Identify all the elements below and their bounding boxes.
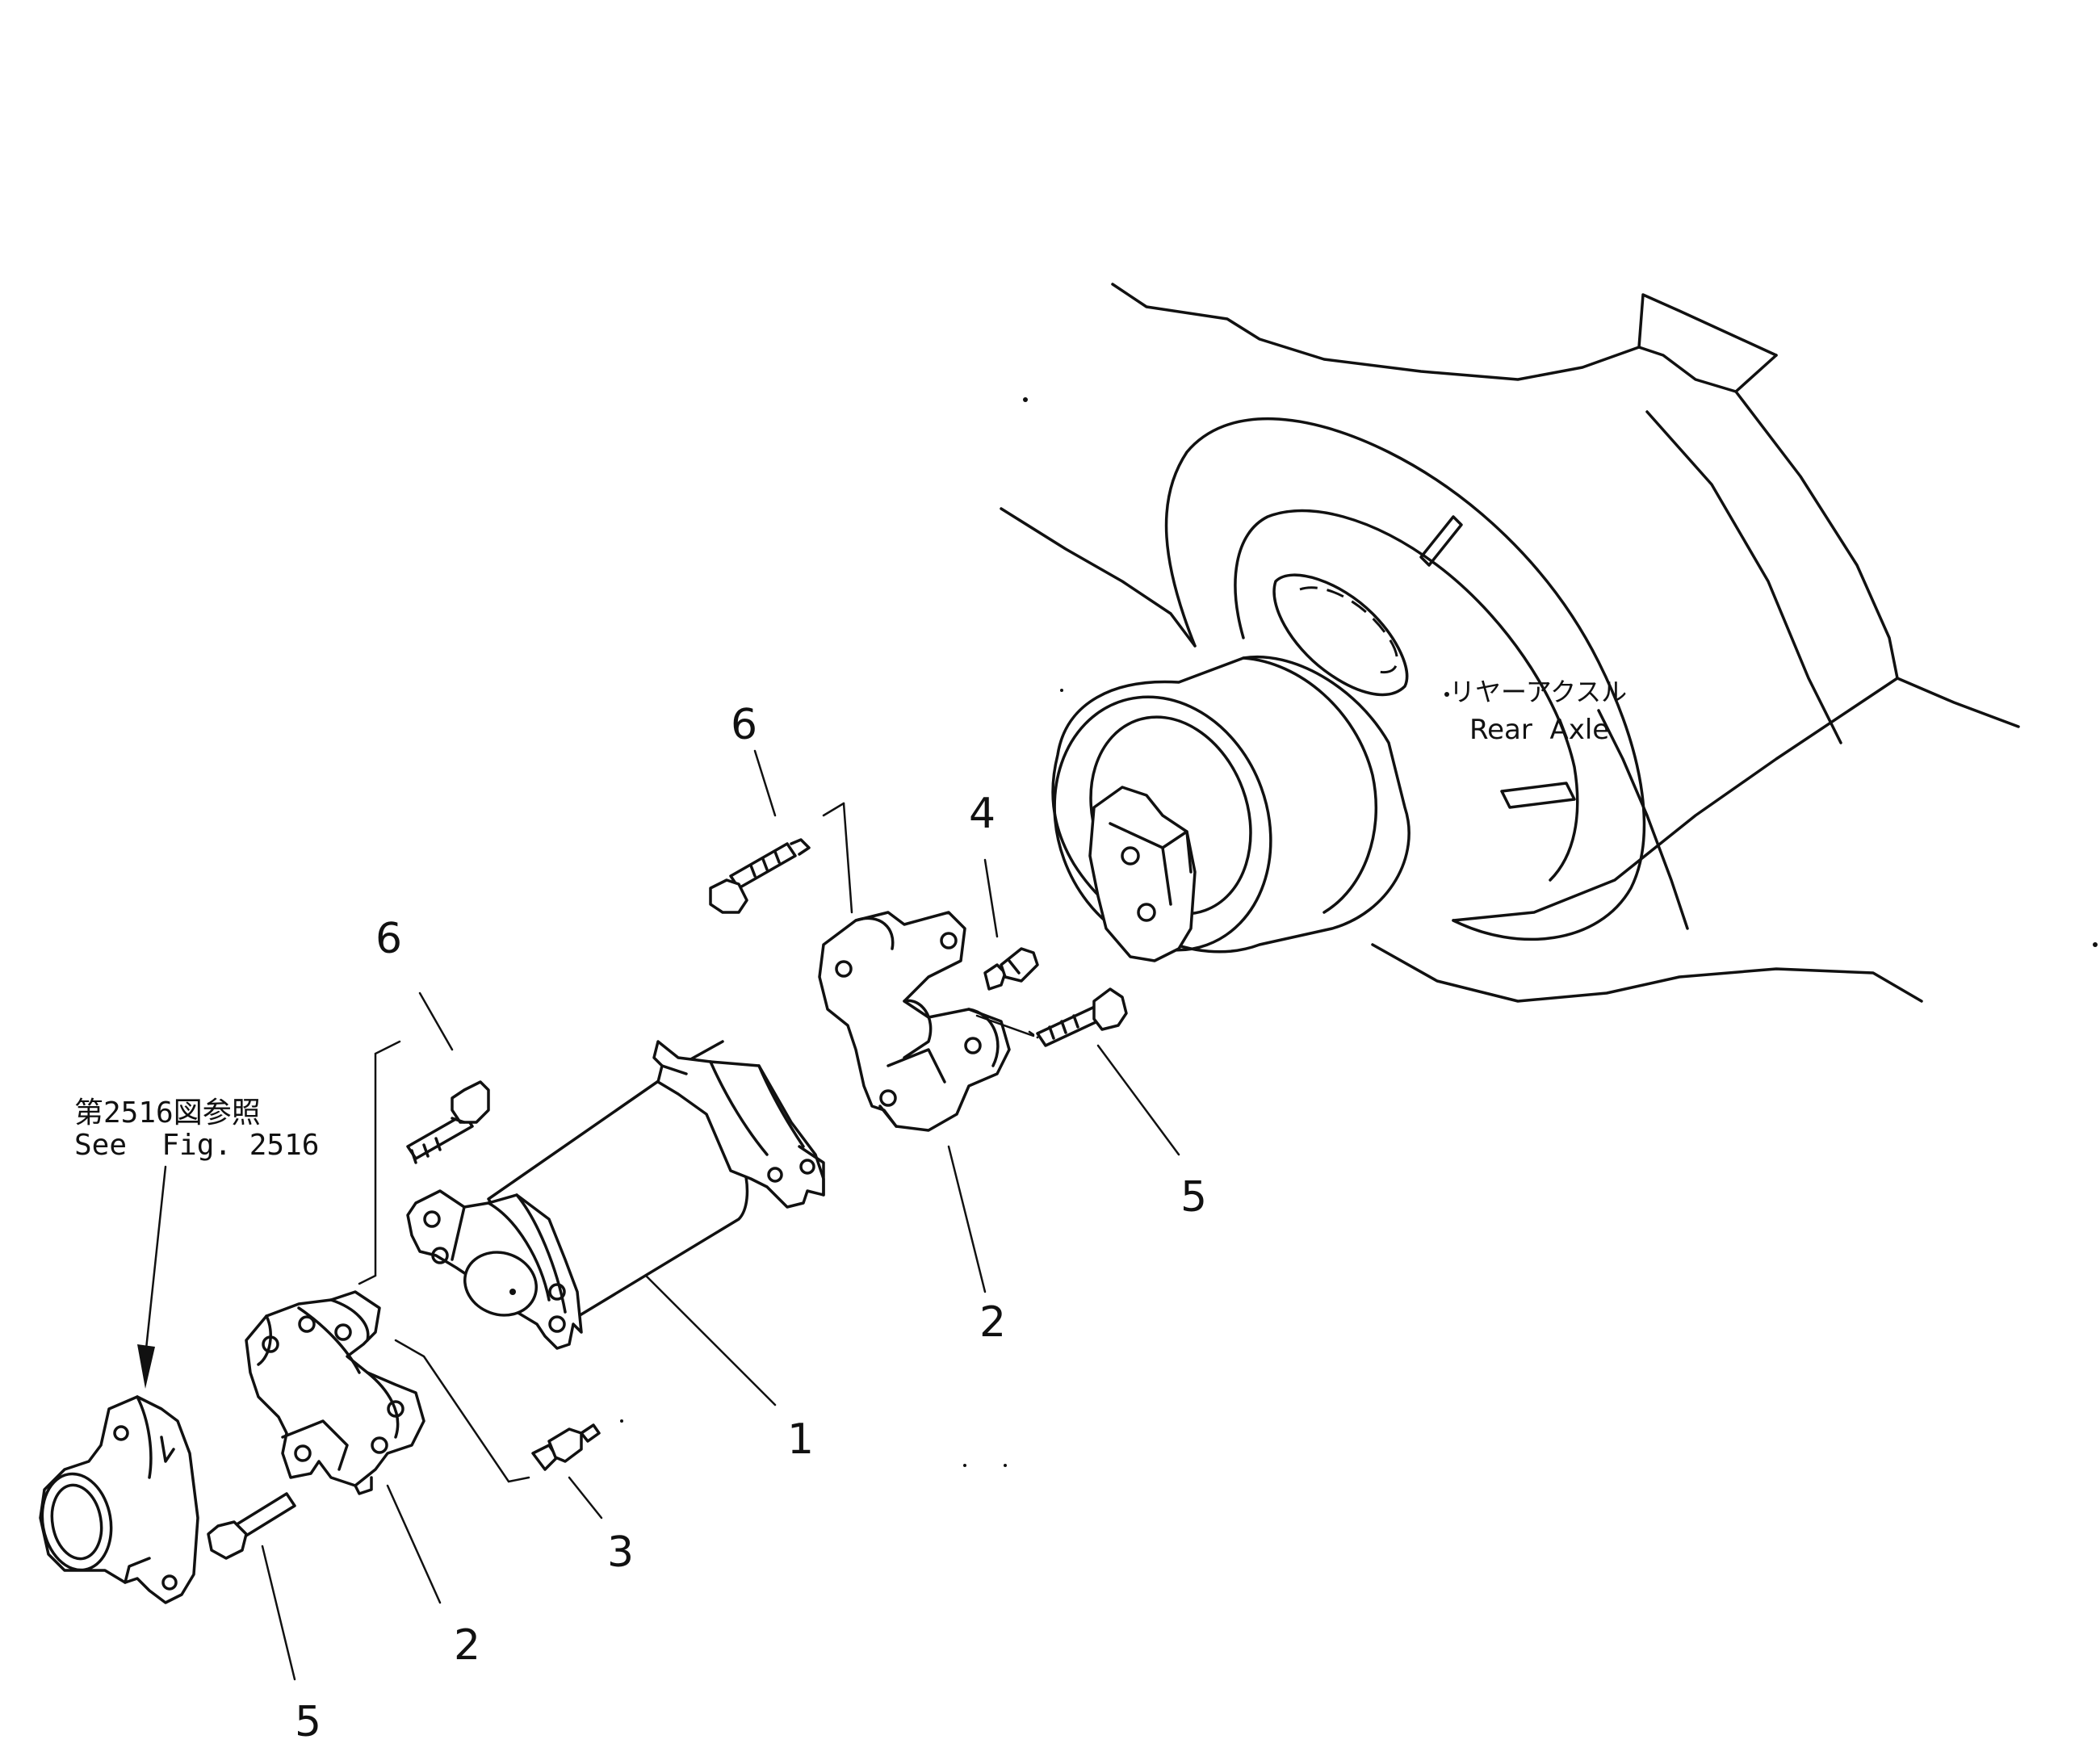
grease-fitting-3 — [531, 1423, 601, 1471]
bolt-6-rear — [709, 838, 811, 914]
rear-axle-label-jp: リヤーアクスル — [1449, 677, 1627, 707]
front-flange-yoke — [39, 1395, 199, 1604]
bolt-5-front — [207, 1492, 296, 1560]
rear-axle-housing — [1000, 283, 2020, 1003]
callout-5-rear: 5 — [1180, 1173, 1207, 1222]
callout-6-front: 6 — [375, 915, 402, 963]
bolt-6-front — [406, 1080, 490, 1164]
callout-4: 4 — [969, 790, 996, 838]
callout-2-front: 2 — [454, 1621, 480, 1670]
label-dot — [1444, 692, 1449, 697]
reference-note-jp: 第2516図参照 — [74, 1096, 261, 1130]
speck — [620, 1419, 623, 1423]
callout-3: 3 — [607, 1528, 634, 1577]
speck — [1023, 397, 1028, 402]
reference-note-en: See Fig. 2516 — [74, 1129, 319, 1162]
leader-lines — [137, 749, 1180, 1681]
speck — [1004, 1464, 1007, 1467]
speck — [963, 1464, 966, 1467]
callout-2-rear: 2 — [979, 1298, 1006, 1347]
front-universal-joint — [245, 1290, 425, 1495]
propeller-shaft — [406, 1040, 825, 1350]
callout-5-front: 5 — [295, 1698, 321, 1746]
callout-6-rear: 6 — [731, 701, 757, 749]
rear-axle-label-en: Rear Axle — [1469, 714, 1609, 746]
speck — [2093, 942, 2098, 947]
bolt-5-rear — [1036, 987, 1128, 1047]
callout-1: 1 — [787, 1415, 814, 1464]
speck — [1060, 689, 1063, 692]
rear-universal-joint — [818, 911, 1011, 1132]
grease-fitting-4 — [983, 947, 1039, 991]
